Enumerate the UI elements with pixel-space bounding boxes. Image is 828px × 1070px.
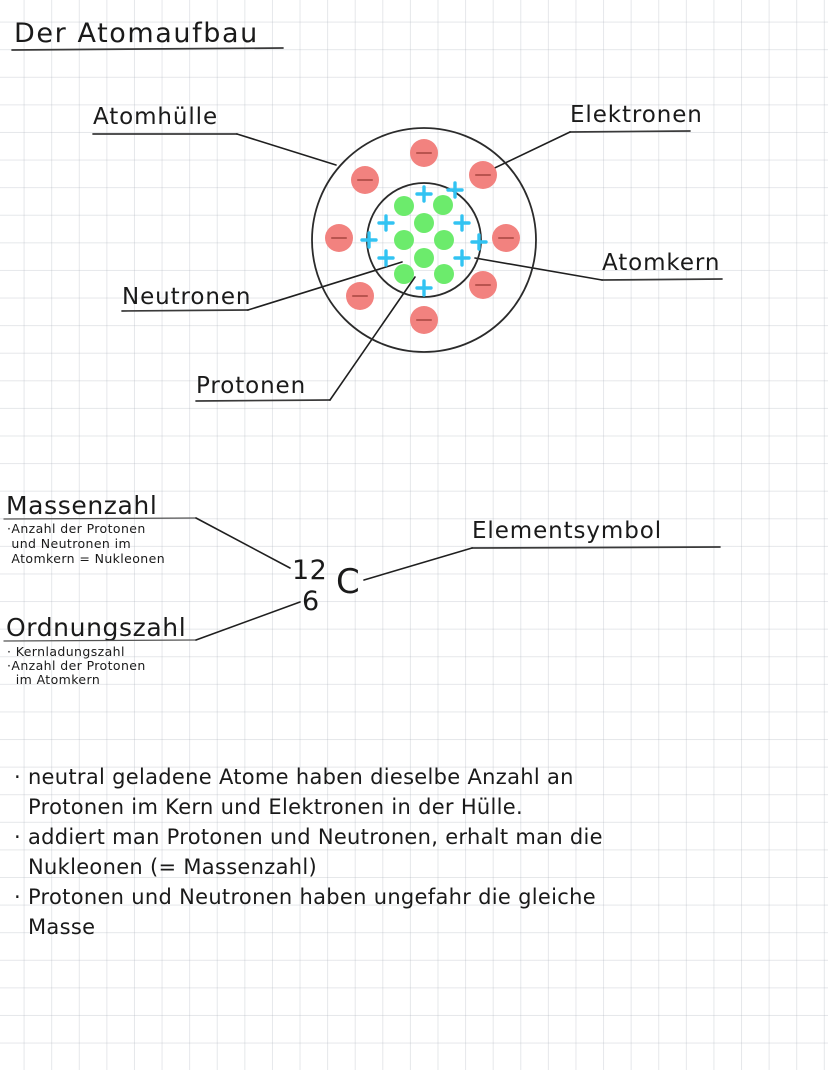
electron [410,139,438,167]
neutronen-leader [247,261,403,311]
ordnungszahl-line-1: · Kernladungszahl [7,644,125,659]
atomkern-underline [601,278,723,281]
neutron [434,230,454,250]
proton [360,231,378,249]
neutron [434,264,454,284]
ordnungszahl-line-2: ·Anzahl der Protonen [7,658,146,673]
elementsymbol-underline [471,546,721,549]
page-title: Der Atomaufbau [14,18,259,49]
label-neutronen: Neutronen [122,284,252,310]
note-1-line-2: Protonen im Kern und Elektronen in der H… [28,795,523,819]
neutron [414,213,434,233]
electron [469,271,497,299]
neutron [414,248,434,268]
label-elektronen: Elektronen [570,102,703,128]
proton [415,279,433,297]
mass-number: 12 [292,555,328,586]
label-elementsymbol: Elementsymbol [472,518,662,544]
elektronen-leader [479,131,571,176]
note-3-line-2: Masse [28,915,96,939]
proton [377,249,395,267]
heading-ordnungszahl: Ordnungszahl [6,613,187,642]
proton [453,249,471,267]
protonen-leader [329,276,416,401]
note-1-line-1: · neutral geladene Atome haben dieselbe … [14,765,574,789]
note-2-line-2: Nukleonen (= Massenzahl) [28,855,317,879]
outer-shell-circle [311,127,537,353]
heading-massenzahl: Massenzahl [6,491,158,520]
elementsymbol-leader [363,547,473,581]
proton [446,181,464,199]
neutron [433,195,453,215]
massenzahl-line-2: und Neutronen im [7,536,132,551]
proton [377,214,395,232]
proton [453,214,471,232]
inner-shell-circle [366,182,482,298]
neutron [394,196,414,216]
label-atomkern: Atomkern [602,250,721,276]
proton [470,233,488,251]
massenzahl-leader [195,517,291,569]
electron [351,166,379,194]
note-2-line-1: · addiert man Protonen und Neutronen, er… [14,825,603,849]
label-protonen: Protonen [196,373,307,399]
massenzahl-line-1: ·Anzahl der Protonen [7,521,146,536]
massenzahl-line-3: Atomkern = Nukleonen [7,551,166,566]
electron [346,282,374,310]
label-atomhuelle: Atomhülle [93,104,219,130]
protonen-underline [195,399,331,402]
atomic-number: 6 [302,586,320,617]
neutron [394,230,414,250]
neutron [394,264,414,284]
neutronen-underline [121,309,249,312]
electron [325,224,353,252]
atomhuelle-leader [236,133,337,166]
element-symbol: C [336,562,361,602]
ordnungszahl-leader [195,601,301,641]
note-3-line-1: · Protonen und Neutronen haben ungefahr … [14,885,596,909]
ordnungszahl-line-3: im Atomkern [7,672,101,687]
electron [469,161,497,189]
atomkern-leader [474,257,603,281]
electron [410,306,438,334]
proton [415,185,433,203]
elektronen-underline [569,130,691,133]
electron [492,224,520,252]
